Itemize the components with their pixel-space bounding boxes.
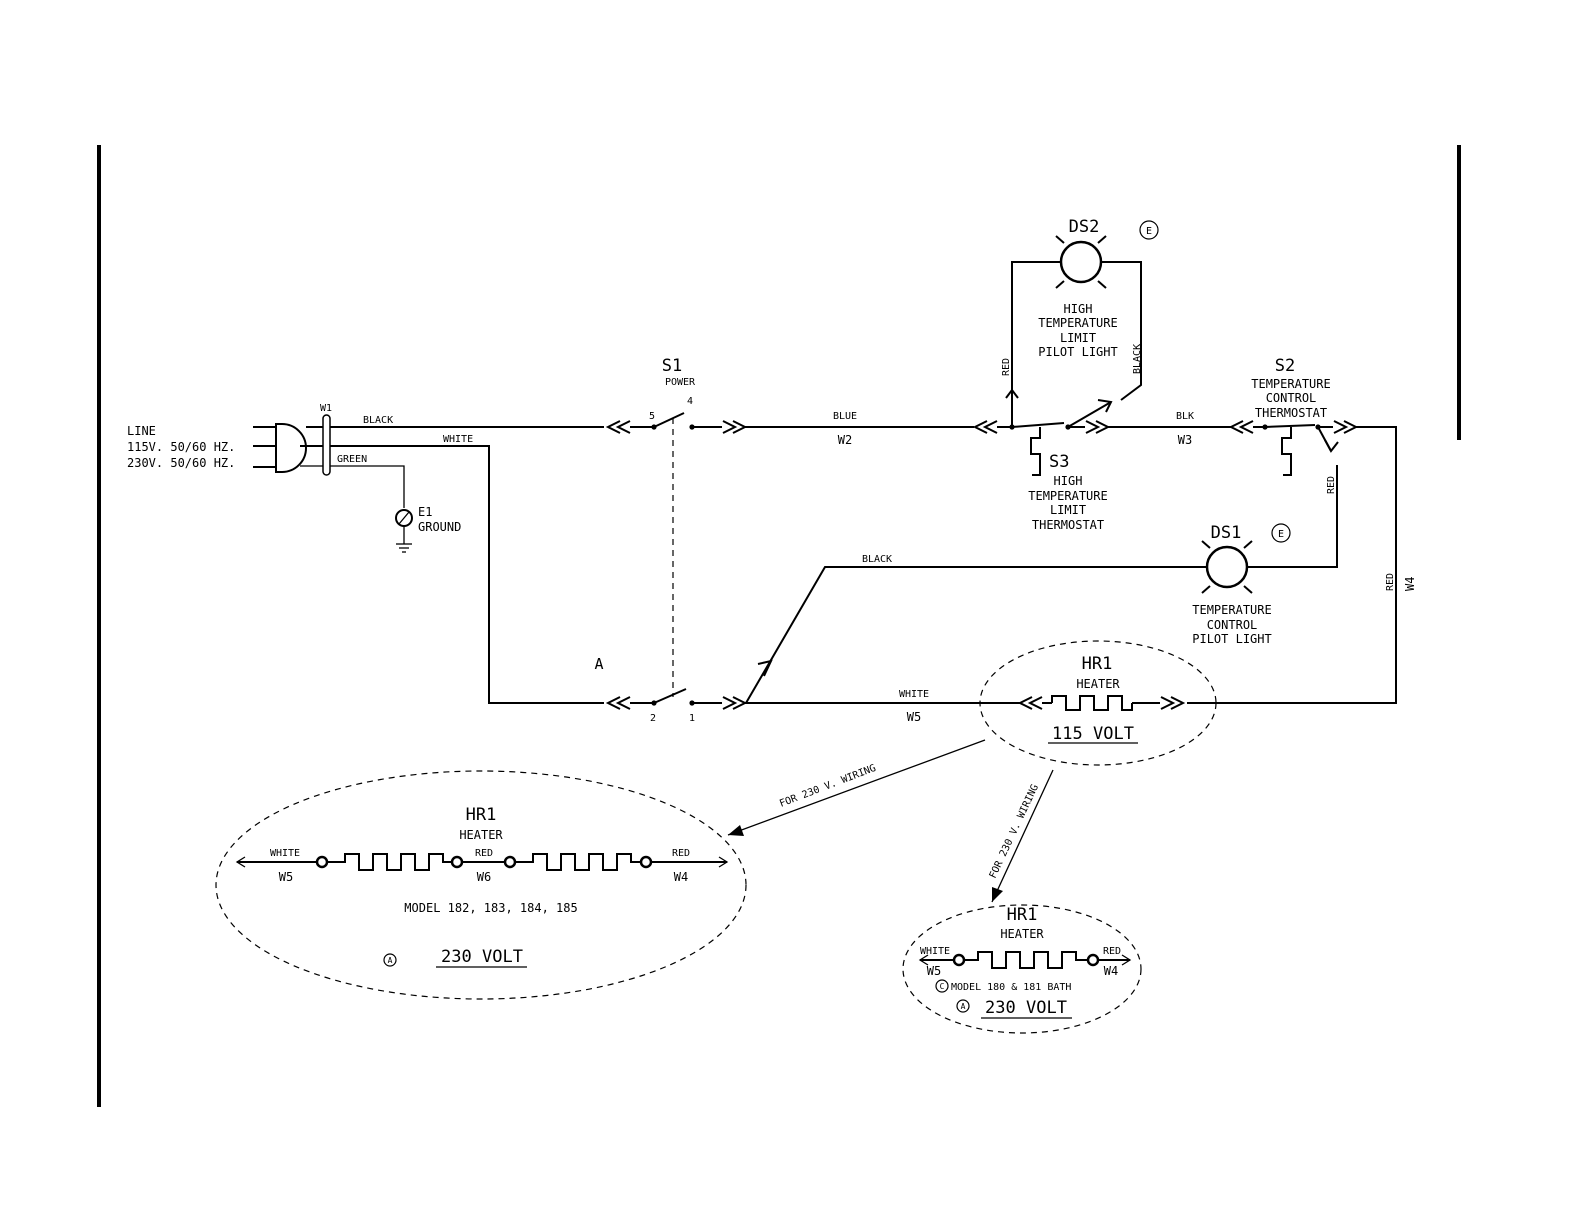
w2-id-label: W2 xyxy=(838,433,852,447)
s1-term-5: 5 xyxy=(649,411,655,422)
ground-id: E1 xyxy=(418,505,432,519)
s3-label-2: TEMPERATURE xyxy=(1028,489,1107,503)
hr1-230v-large-right-id: W4 xyxy=(674,870,688,884)
hr1-230v-large-option xyxy=(215,770,747,1000)
line-cord-plug xyxy=(253,423,307,473)
hr1-230v-small-left-color: WHITE xyxy=(920,946,950,957)
s2-label-2: CONTROL xyxy=(1266,391,1317,405)
ds1-note-e: E xyxy=(1278,529,1284,540)
line-label-3: 230V. 50/60 HZ. xyxy=(127,456,235,470)
w5-id-label: W5 xyxy=(907,710,921,724)
ds1-id: DS1 xyxy=(1211,523,1242,543)
w3-id-label: W3 xyxy=(1178,433,1192,447)
ds2-label-2: TEMPERATURE xyxy=(1038,316,1117,330)
hr1-230v-small-left-id: W5 xyxy=(927,964,941,978)
ds1-label-3: PILOT LIGHT xyxy=(1192,632,1271,646)
w5-color-label: WHITE xyxy=(899,689,929,700)
s3-high-limit-thermostat xyxy=(972,420,1111,476)
w4-color-label: RED xyxy=(1385,573,1396,591)
hr1-230v-large-right-color: RED xyxy=(672,848,690,859)
ground-symbol xyxy=(395,509,413,553)
ds2-note-e: E xyxy=(1146,226,1152,237)
hr1-230v-small-voltage: 230 VOLT xyxy=(985,998,1067,1018)
hr1-230v-small-model: MODEL 180 & 181 BATH xyxy=(951,982,1071,993)
s3-label-3: LIMIT xyxy=(1050,503,1086,517)
ds1-wire-label: BLACK xyxy=(862,554,892,565)
w1-cord-band xyxy=(322,414,331,476)
s1-label: POWER xyxy=(665,377,696,388)
s2-temperature-control-thermostat xyxy=(1228,420,1359,568)
s1-power-switch xyxy=(605,412,748,710)
hr1-230v-large-mid-id: W6 xyxy=(477,870,491,884)
ds2-id: DS2 xyxy=(1069,217,1100,237)
s1-term-4: 4 xyxy=(687,396,693,407)
hr1-230v-large-model: MODEL 182, 183, 184, 185 xyxy=(404,901,577,915)
line-label-2: 115V. 50/60 HZ. xyxy=(127,440,235,454)
hr1-230v-small-label: HEATER xyxy=(1000,927,1044,941)
ds1-label-2: CONTROL xyxy=(1207,618,1258,632)
w1-label: W1 xyxy=(320,403,332,414)
cord-white-label: WHITE xyxy=(443,434,473,445)
hr1-230v-small-model-note: C xyxy=(940,982,945,991)
cord-green-label: GREEN xyxy=(337,454,367,465)
s1-id: S1 xyxy=(662,356,682,376)
hr1-230v-small-right-id: W4 xyxy=(1104,964,1118,978)
w4-id-label: W4 xyxy=(1403,577,1417,591)
wire-green-cord xyxy=(300,465,405,508)
s3-id: S3 xyxy=(1049,452,1069,472)
wire-white-cord xyxy=(300,445,604,704)
hr1-230v-large-id: HR1 xyxy=(466,805,497,825)
ds2-label-4: PILOT LIGHT xyxy=(1038,345,1117,359)
ds1-pilot-light xyxy=(745,523,1291,704)
s1-term-1: 1 xyxy=(689,713,695,724)
for-230v-label-1: FOR 230 V. WIRING xyxy=(778,763,878,810)
hr1-230v-large-mid-color: RED xyxy=(475,848,493,859)
hr1-230v-small-right-color: RED xyxy=(1103,946,1121,957)
for-230v-label-2: FOR 230 V. WIRING xyxy=(988,783,1041,880)
s3-label-4: THERMOSTAT xyxy=(1032,518,1104,532)
s2-id: S2 xyxy=(1275,356,1295,376)
pointer-arrows-230v xyxy=(727,739,1054,903)
hr1-230v-large-left-color: WHITE xyxy=(270,848,300,859)
hr1-230v-large-voltage: 230 VOLT xyxy=(441,947,523,967)
hr1-115v-heater xyxy=(979,640,1217,766)
line-label-1: LINE xyxy=(127,424,156,438)
ds1-label-1: TEMPERATURE xyxy=(1192,603,1271,617)
s2-label-3: THERMOSTAT xyxy=(1255,406,1327,420)
cord-black-label: BLACK xyxy=(363,415,393,426)
ds2-pilot-light xyxy=(1005,220,1159,428)
hr1-230v-large-left-id: W5 xyxy=(279,870,293,884)
s2-label-1: TEMPERATURE xyxy=(1251,377,1330,391)
point-a-label: A xyxy=(594,655,603,673)
hr1-230v-small-note: A xyxy=(961,1002,966,1011)
hr1-115v-voltage: 115 VOLT xyxy=(1052,724,1134,744)
s2-wire-label: RED xyxy=(1326,476,1337,494)
wire-w4-red xyxy=(1187,426,1397,704)
ds2-label-3: LIMIT xyxy=(1060,331,1096,345)
s3-label-1: HIGH xyxy=(1054,474,1083,488)
hr1-115v-label: HEATER xyxy=(1076,677,1120,691)
w2-color-label: BLUE xyxy=(833,411,857,422)
hr1-115v-id: HR1 xyxy=(1082,654,1113,674)
s1-term-2: 2 xyxy=(650,713,656,724)
hr1-230v-large-label: HEATER xyxy=(459,828,503,842)
ds2-left-wire-label: RED xyxy=(1001,358,1012,376)
hr1-230v-small-id: HR1 xyxy=(1007,905,1038,925)
hr1-230v-large-note: A xyxy=(388,956,393,965)
w3-color-label: BLK xyxy=(1176,411,1194,422)
ds2-right-wire-label: BLACK xyxy=(1132,344,1143,374)
ds2-label-1: HIGH xyxy=(1064,302,1093,316)
ground-label: GROUND xyxy=(418,520,461,534)
hr1-230v-small-option xyxy=(902,904,1142,1034)
